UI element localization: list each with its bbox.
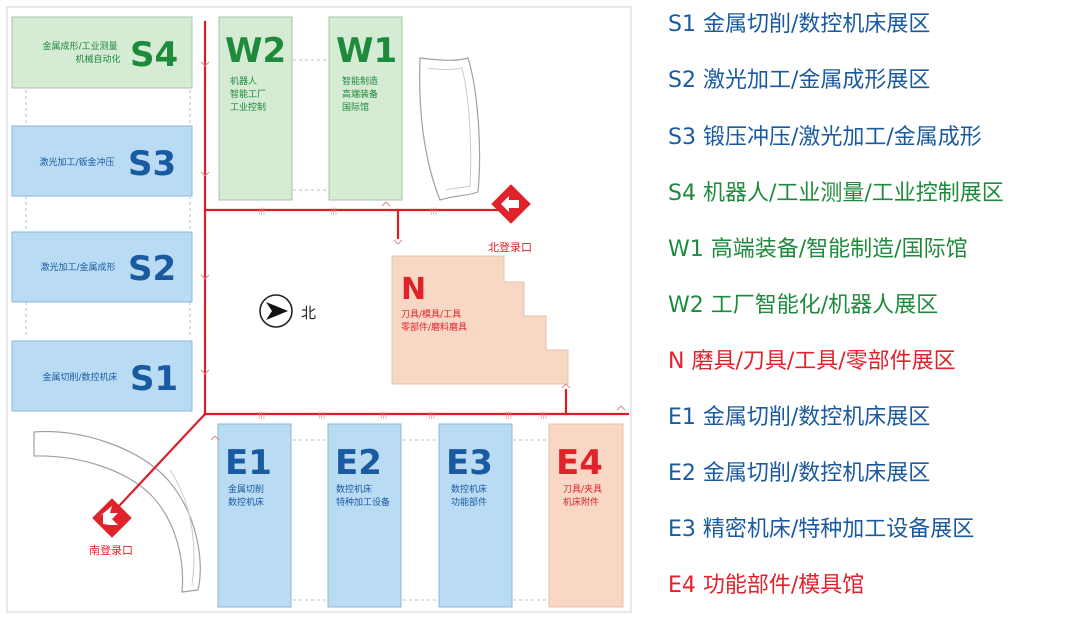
svg-text:|||: ||| [540, 411, 547, 419]
hall-s4[interactable] [11, 16, 193, 89]
compass-arrow-icon [259, 294, 293, 328]
svg-text:|||: ||| [428, 411, 435, 419]
hall-s3[interactable] [11, 125, 193, 197]
hall-w2[interactable] [218, 16, 293, 201]
hall-e3-code: E3 [446, 443, 493, 483]
hall-e1-desc-line1: 金属切削 [228, 483, 264, 495]
hall-w1-desc-line3: 国际馆 [342, 101, 369, 113]
legend-item-w1: W1 高端装备/智能制造/国际馆 [668, 237, 968, 262]
svg-text:|||: ||| [430, 207, 437, 215]
hall-e4-desc-line2: 机床附件 [563, 496, 599, 508]
hall-s3-desc: 激光加工/钣金冲压 [39, 156, 114, 168]
hall-n-code: N [401, 272, 426, 307]
hall-e3[interactable] [438, 423, 513, 608]
hall-e4[interactable] [548, 423, 624, 608]
legend-item-s4: S4 机器人/工业测量/工业控制展区 [668, 181, 1004, 206]
hall-e3-desc-line1: 数控机床 [451, 483, 487, 495]
hall-s4-code: S4 [130, 35, 178, 75]
north-entrance-icon[interactable] [491, 184, 531, 224]
legend-item-w2: W2 工厂智能化/机器人展区 [668, 293, 939, 318]
hall-n-desc-line2: 零部件/磨料磨具 [401, 321, 467, 333]
corridors [25, 59, 548, 601]
svg-text:|||: ||| [505, 411, 512, 419]
hall-w1-code: W1 [336, 31, 397, 71]
hall-e4-code: E4 [556, 443, 603, 483]
hall-w1[interactable] [328, 16, 403, 201]
hall-w1-desc-line1: 智能制造 [342, 75, 378, 87]
hall-e2-desc-line2: 特种加工设备 [336, 496, 390, 508]
hall-e2-code: E2 [335, 443, 382, 483]
curved-building-north [419, 57, 481, 201]
legend-item-s1: S1 金属切削/数控机床展区 [668, 12, 931, 37]
south-entrance-label: 南登录口 [89, 543, 133, 557]
exhibition-map: ||| ||| ||| ||| ||| ||| ||| ||| ||| 北登录口… [6, 6, 632, 613]
svg-text:|||: ||| [318, 411, 325, 419]
road-markers: ||| ||| ||| ||| ||| ||| ||| ||| ||| [200, 61, 626, 441]
svg-text:|||: ||| [258, 207, 265, 215]
hall-e2-desc-line1: 数控机床 [336, 483, 372, 495]
hall-e1-desc-line2: 数控机床 [228, 496, 264, 508]
hall-s2[interactable] [11, 231, 193, 303]
svg-text:|||: ||| [258, 411, 265, 419]
hall-s1-desc: 金属切削/数控机床 [42, 371, 117, 383]
hall-s1-code: S1 [130, 359, 178, 399]
legend-item-s3: S3 锻压冲压/激光加工/金属成形 [668, 125, 982, 150]
legend-item-e4: E4 功能部件/模具馆 [668, 573, 865, 598]
hall-n-desc-line1: 刀具/模具/工具 [401, 309, 461, 320]
hall-s4-desc-line1: 金属成形/工业测量 [42, 40, 117, 52]
hall-s4-desc-line2: 机械自动化 [75, 53, 120, 65]
legend-item-e3: E3 精密机床/特种加工设备展区 [668, 517, 975, 542]
hall-w2-desc-line3: 工业控制 [230, 101, 266, 113]
hall-e2[interactable] [327, 423, 402, 608]
legend-item-s2: S2 激光加工/金属成形展区 [668, 68, 931, 93]
hall-s2-code: S2 [128, 249, 176, 289]
legend-item-e2: E2 金属切削/数控机床展区 [668, 461, 931, 486]
hall-e3-desc-line2: 功能部件 [451, 496, 487, 508]
hall-e1[interactable] [217, 423, 292, 608]
curved-building-south-inner [169, 469, 195, 586]
curved-building-north-inner [427, 67, 472, 191]
hall-n[interactable] [391, 255, 569, 385]
hall-w1-desc-line2: 高端装备 [342, 88, 378, 100]
compass-label: 北 [301, 304, 316, 322]
hall-e4-desc-line1: 刀具/夹具 [563, 483, 602, 495]
hall-s2-desc: 激光加工/金属成形 [40, 261, 115, 273]
svg-text:|||: ||| [330, 207, 337, 215]
curved-building-south [33, 430, 201, 593]
legend-item-n: N 磨具/刀具/工具/零部件展区 [668, 349, 956, 374]
hall-s3-code: S3 [128, 144, 176, 184]
road-network [118, 20, 630, 507]
hall-w2-desc-line1: 机器人 [230, 75, 257, 87]
hall-s1[interactable] [11, 340, 193, 412]
svg-text:|||: ||| [380, 411, 387, 419]
legend-item-e1: E1 金属切削/数控机床展区 [668, 405, 931, 430]
hall-e1-code: E1 [225, 443, 272, 483]
hall-w2-desc-line2: 智能工厂 [230, 88, 266, 100]
north-entrance-label: 北登录口 [488, 240, 532, 254]
hall-w2-code: W2 [225, 31, 286, 71]
